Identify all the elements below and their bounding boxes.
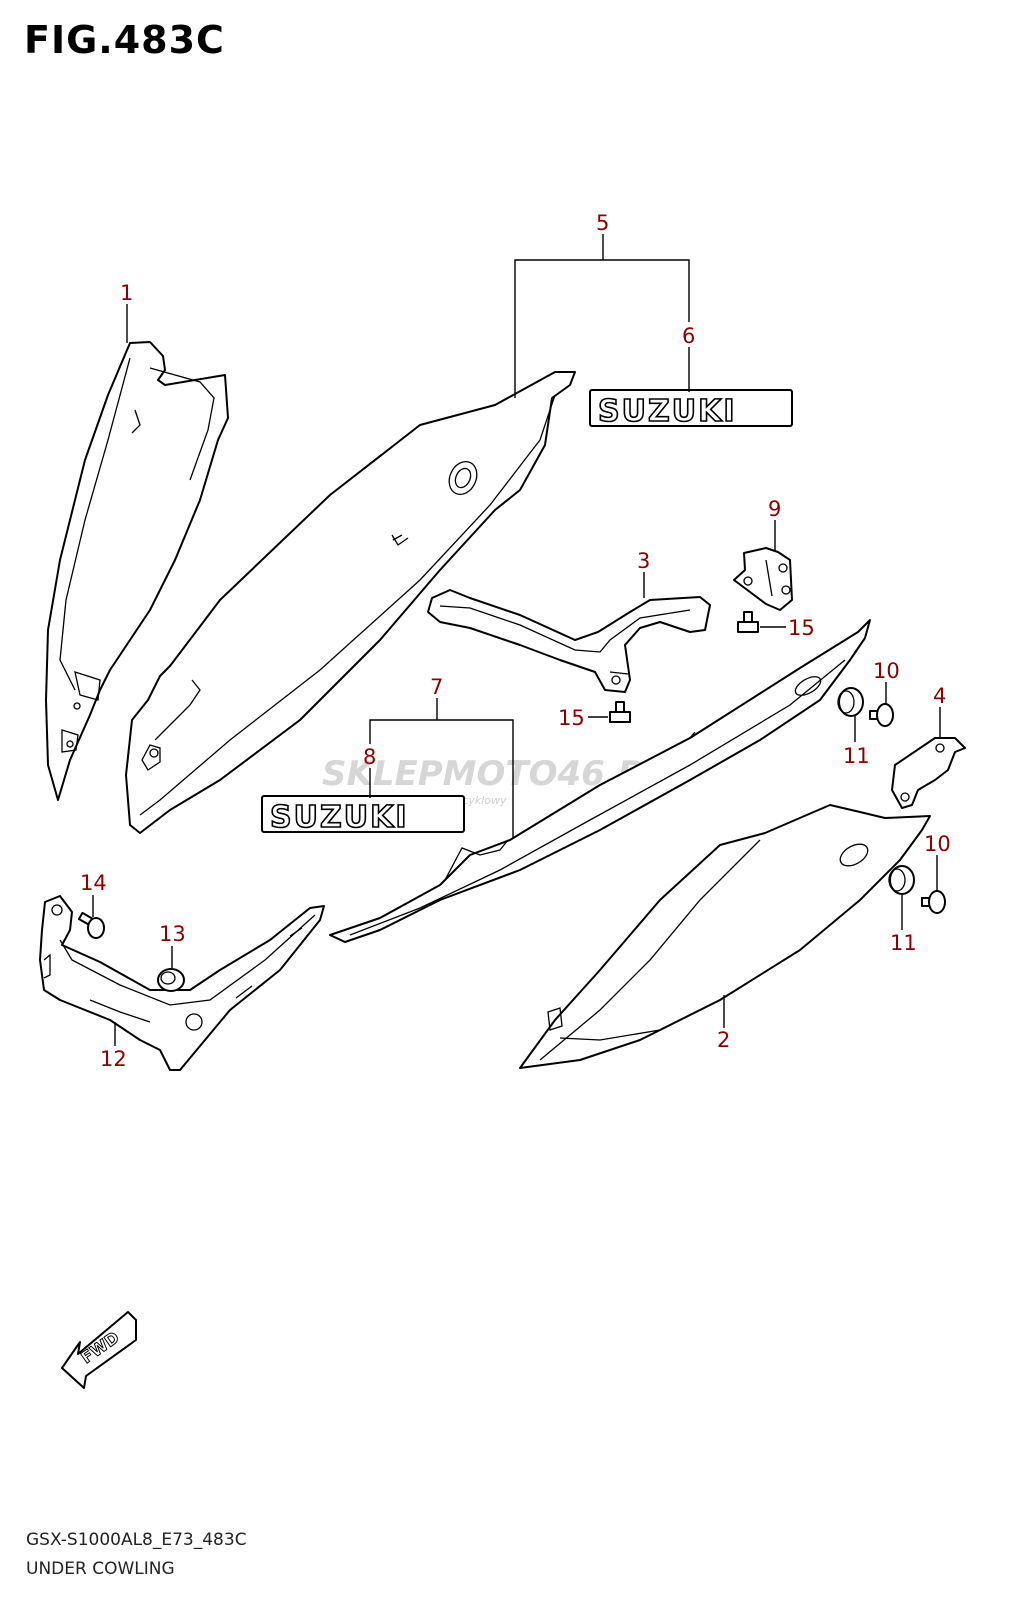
callout-3: 3 <box>637 549 650 573</box>
emblem-text-upper: SUZUKI <box>598 394 737 429</box>
part-9-bracket[interactable] <box>733 547 793 611</box>
part-3-bracket[interactable] <box>427 589 711 693</box>
callout-2: 2 <box>717 1028 730 1052</box>
part-10-screw-lower[interactable] <box>921 890 946 914</box>
part-2-under-cowling[interactable] <box>519 804 931 1069</box>
callout-7: 7 <box>430 675 443 699</box>
part-15-bolt-lower[interactable] <box>588 701 631 723</box>
leader-lines <box>92 234 941 1046</box>
callout-11-lower: 11 <box>890 931 917 955</box>
callout-12: 12 <box>100 1047 127 1071</box>
part-11-grommet-lower[interactable] <box>888 865 915 895</box>
part-10-screw-upper[interactable] <box>869 703 894 727</box>
callout-14: 14 <box>80 871 107 895</box>
callout-6: 6 <box>682 324 695 348</box>
part-13-grommet[interactable] <box>157 968 185 992</box>
fwd-arrow-icon: FWD <box>61 1311 137 1389</box>
callout-4: 4 <box>933 684 946 708</box>
part-14-screw[interactable] <box>77 911 105 939</box>
callout-15-upper: 15 <box>788 616 815 640</box>
part-8-suzuki-emblem[interactable]: SUZUKI <box>261 795 465 836</box>
callout-11-upper: 11 <box>843 744 870 768</box>
callout-15-lower: 15 <box>558 706 585 730</box>
callout-5: 5 <box>596 211 609 235</box>
part-11-grommet-upper[interactable] <box>837 687 864 717</box>
callout-1: 1 <box>120 281 133 305</box>
footer-model-code: GSX-S1000AL8_E73_483C <box>26 1530 247 1550</box>
emblem-text-lower: SUZUKI <box>270 800 409 835</box>
footer-section-name: UNDER COWLING <box>26 1559 175 1579</box>
part-1-cowling-panel[interactable] <box>45 341 229 801</box>
callout-13: 13 <box>159 922 186 946</box>
callout-8: 8 <box>363 745 376 769</box>
part-4-bracket[interactable] <box>891 737 966 809</box>
part-12-bracket[interactable] <box>39 895 325 1071</box>
callout-labels: 1 5 6 3 9 15 15 10 4 11 7 8 10 11 2 14 1… <box>80 211 951 1071</box>
part-15-bolt-upper[interactable] <box>737 611 786 633</box>
callout-9: 9 <box>768 497 781 521</box>
part-5-side-cowling[interactable] <box>125 371 576 834</box>
figure-title: FIG.483C <box>24 18 225 62</box>
part-6-suzuki-emblem[interactable]: SUZUKI <box>589 389 793 430</box>
part-7-lower-cowling[interactable] <box>329 619 871 943</box>
callout-10-lower: 10 <box>924 832 951 856</box>
callout-10-upper: 10 <box>873 659 900 683</box>
